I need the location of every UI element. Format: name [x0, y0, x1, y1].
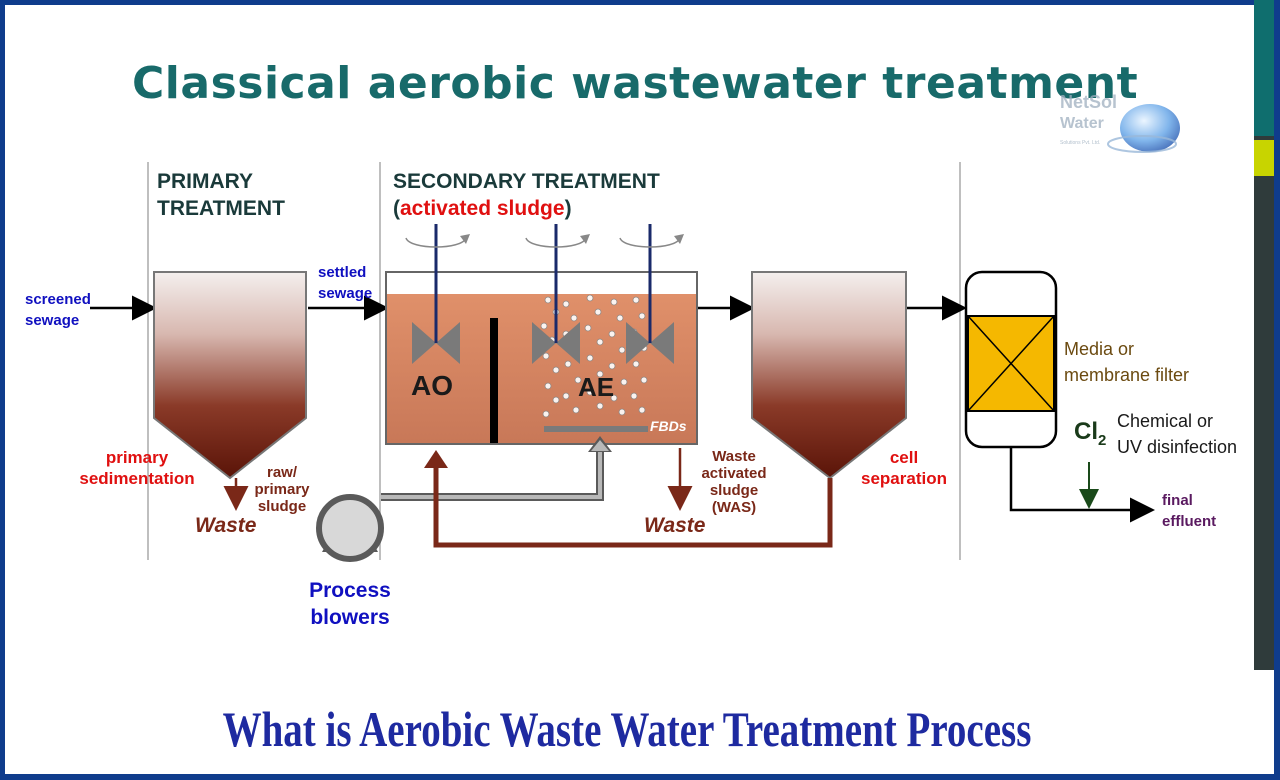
mixer-ae-1: [532, 322, 580, 364]
primary-clarifier: [153, 271, 307, 480]
fbds-label: FBDs: [650, 418, 687, 434]
logo-name: NetSol: [1060, 92, 1117, 112]
frame-border-top: [0, 0, 1280, 5]
primary-treatment-heading: PRIMARY TREATMENT: [157, 170, 285, 220]
ae-zone-label: AE: [578, 372, 615, 402]
process-diagram: [90, 162, 1155, 562]
frame-border-left: [0, 0, 5, 780]
ao-zone-label: AO: [411, 370, 453, 401]
logo-sub: Water: [1060, 115, 1104, 132]
was-waste-label: Waste: [644, 514, 706, 537]
mixer-ae-2: [626, 322, 674, 364]
activated-sludge-label: (activated sludge): [393, 197, 572, 220]
bottom-caption: What is Aerobic Waste Water Treatment Pr…: [222, 701, 1032, 757]
blower-icon: [316, 494, 384, 562]
air-line-inner: [381, 448, 602, 499]
cl2-label: Cl2: [1074, 418, 1107, 449]
side-accent-strip: [1254, 0, 1274, 670]
frame-border-right: [1274, 0, 1280, 780]
logo-tagline: Solutions Pvt. Ltd.: [1060, 140, 1100, 146]
ras-return-line: [433, 462, 833, 548]
rotation-arrows: [405, 237, 681, 248]
frame-border-bottom: [0, 774, 1280, 780]
effluent-line: [1009, 447, 1155, 523]
aeration-tank-liquid: [387, 294, 696, 443]
side-accent-lime: [1254, 140, 1274, 176]
secondary-treatment-heading: SECONDARY TREATMENT (activated sludge): [393, 170, 660, 220]
fine-bubble-diffusers: [544, 426, 648, 432]
page-title: Classical aerobic wastewater treatment: [132, 58, 1139, 109]
air-line-outer: [381, 448, 604, 501]
side-accent-teal: [1254, 0, 1274, 136]
primary-waste-label: Waste: [195, 514, 257, 537]
mixer-ao: [412, 322, 460, 364]
secondary-clarifier: [751, 271, 907, 480]
netsol-logo: NetSol Water Solutions Pvt. Ltd.: [1060, 92, 1180, 153]
water-drop-icon: [1120, 104, 1180, 152]
